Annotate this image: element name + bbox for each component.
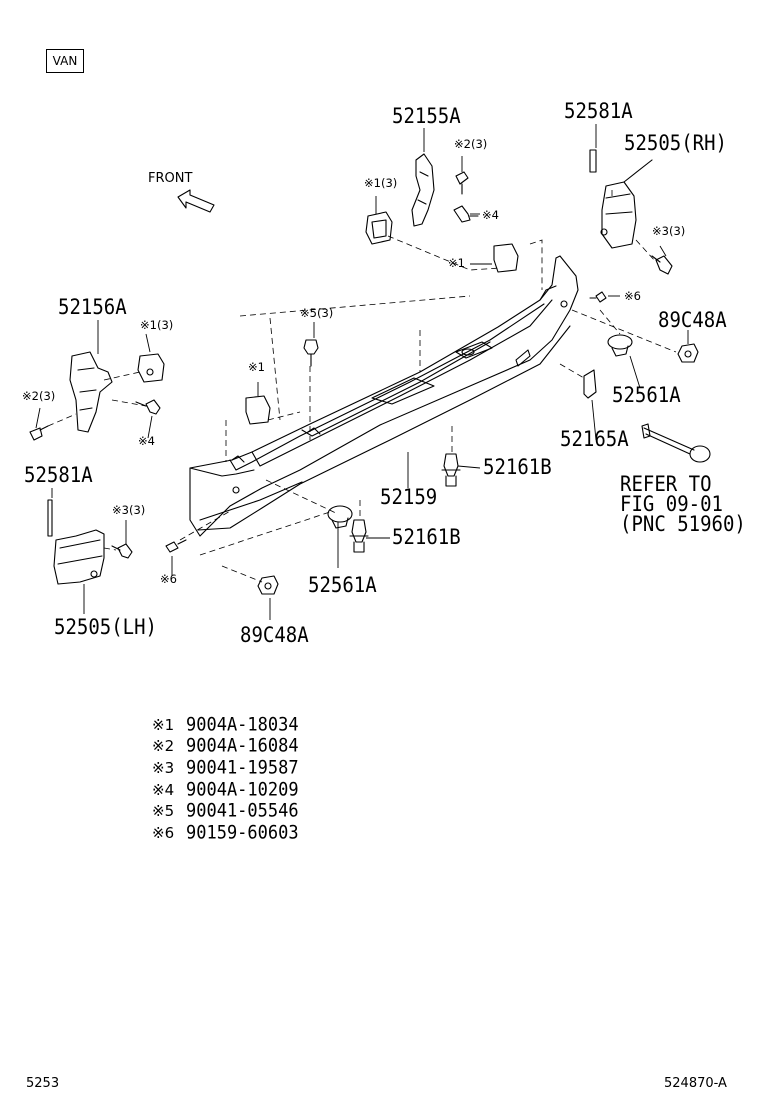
callout-52581A-rh[interactable]: 52581A [564,98,633,124]
nut-89C48A-right [677,343,699,363]
retainer-clip-left [137,353,165,383]
legend-row: ※4 9004A-10209 [152,779,299,801]
callout-52161B-upper[interactable]: 52161B [483,454,552,480]
bolt-middle-53 [303,339,319,367]
grommet-52561A-lower [327,505,353,529]
front-arrow-icon [177,189,215,213]
refer-note-line2[interactable]: FIG 09-01 [620,491,723,517]
legend-mark: ※6 [152,823,175,842]
legend-row: ※5 90041-05546 [152,800,299,822]
fastener-52161B-lower [349,519,369,553]
legend-mark: ※3 [152,758,175,777]
moulding-52581A-lh [47,499,53,537]
legend-part-number[interactable]: 9004A-10209 [186,778,299,801]
callout-52156A[interactable]: 52156A [58,294,127,320]
bracket-52155A [411,153,435,227]
retainer-clip-mid-left [245,395,271,425]
refer-note-line1: REFER TO [620,471,712,497]
nut-89C48A-lower [257,575,279,595]
front-direction-label: FRONT [148,171,193,186]
reference-dashed-lines [47,186,677,583]
callout-52155A[interactable]: 52155A [392,103,461,129]
legend-mark: ※2 [152,737,175,756]
legend-mark: ※1 [152,715,175,734]
fastener-mark-right-screw6: ※6 [624,289,641,303]
screw-right-6 [589,291,607,303]
callout-52561A-lower[interactable]: 52561A [308,572,377,598]
callout-52561A-right[interactable]: 52561A [612,382,681,408]
bolt-left-33 [111,543,133,559]
bracket-52156A [69,351,113,433]
tow-hook-icon [641,423,711,463]
fastener-legend: ※1 9004A-18034 ※2 9004A-16084 ※3 90041-1… [152,714,299,844]
fastener-mark-left-bolt33: ※3(3) [112,503,146,517]
screw-left-23 [29,425,49,441]
bolt-left-4 [135,399,161,415]
legend-part-number[interactable]: 9004A-16084 [186,735,299,758]
callout-52161B-lower[interactable]: 52161B [392,524,461,550]
callout-89C48A-right[interactable]: 89C48A [658,307,727,333]
fastener-mark-right-bolt33: ※3(3) [652,224,686,238]
retainer-clip-top [365,211,393,245]
bolt-top [453,205,479,223]
cover-52505-lh [53,529,105,585]
legend-row: ※3 90041-19587 [152,757,299,779]
fastener-mark-left-screw6: ※6 [160,572,177,586]
legend-part-number[interactable]: 90159-60603 [186,821,299,844]
callout-52581A-lh[interactable]: 52581A [24,462,93,488]
legend-mark: ※5 [152,802,175,821]
fastener-mark-top-bolt: ※4 [482,208,499,222]
legend-row: ※6 90159-60603 [152,822,299,844]
leader-lines [35,124,689,620]
pad-52165A [583,369,597,399]
fastener-mark-left-screw: ※2(3) [22,389,56,403]
bumper-cover-52159 [189,255,579,537]
fastener-mark-left-bolt: ※4 [138,434,155,448]
legend-part-number[interactable]: 90041-05546 [186,800,299,823]
fastener-mark-mid-clip: ※1 [248,360,265,374]
retainer-clip-mid-right [493,243,519,273]
fastener-mark-right-clip: ※1 [448,256,465,270]
legend-row: ※1 9004A-18034 [152,714,299,736]
legend-row: ※2 9004A-16084 [152,735,299,758]
callout-52165A[interactable]: 52165A [560,426,629,452]
refer-note-line3: (PNC 51960) [620,511,746,537]
grommet-52561A-right [607,334,633,357]
footer-figure-code: 524870-A [664,1076,727,1091]
callout-52159[interactable]: 52159 [380,484,438,510]
moulding-52581A-rh [589,149,597,173]
bolt-right-33 [651,255,673,275]
callout-89C48A-lower[interactable]: 89C48A [240,622,309,648]
fastener-mark-top-clip: ※1(3) [364,176,398,190]
footer-page-code: 5253 [26,1076,60,1091]
screw-top-a [455,171,469,195]
screw-left-6 [165,539,187,553]
variant-badge: VAN [46,49,84,73]
legend-part-number[interactable]: 9004A-18034 [186,713,299,736]
callout-52505-lh[interactable]: 52505(LH) [54,614,157,640]
fastener-mark-top-screw: ※2(3) [454,137,488,151]
legend-mark: ※4 [152,780,175,799]
fastener-52161B-upper [441,453,461,487]
callout-52505-rh[interactable]: 52505(RH) [624,130,727,156]
fastener-mark-mid-bolt: ※5(3) [300,306,334,320]
legend-part-number[interactable]: 90041-19587 [186,756,299,779]
cover-52505-rh [600,159,653,249]
fastener-mark-left-clip: ※1(3) [140,318,174,332]
